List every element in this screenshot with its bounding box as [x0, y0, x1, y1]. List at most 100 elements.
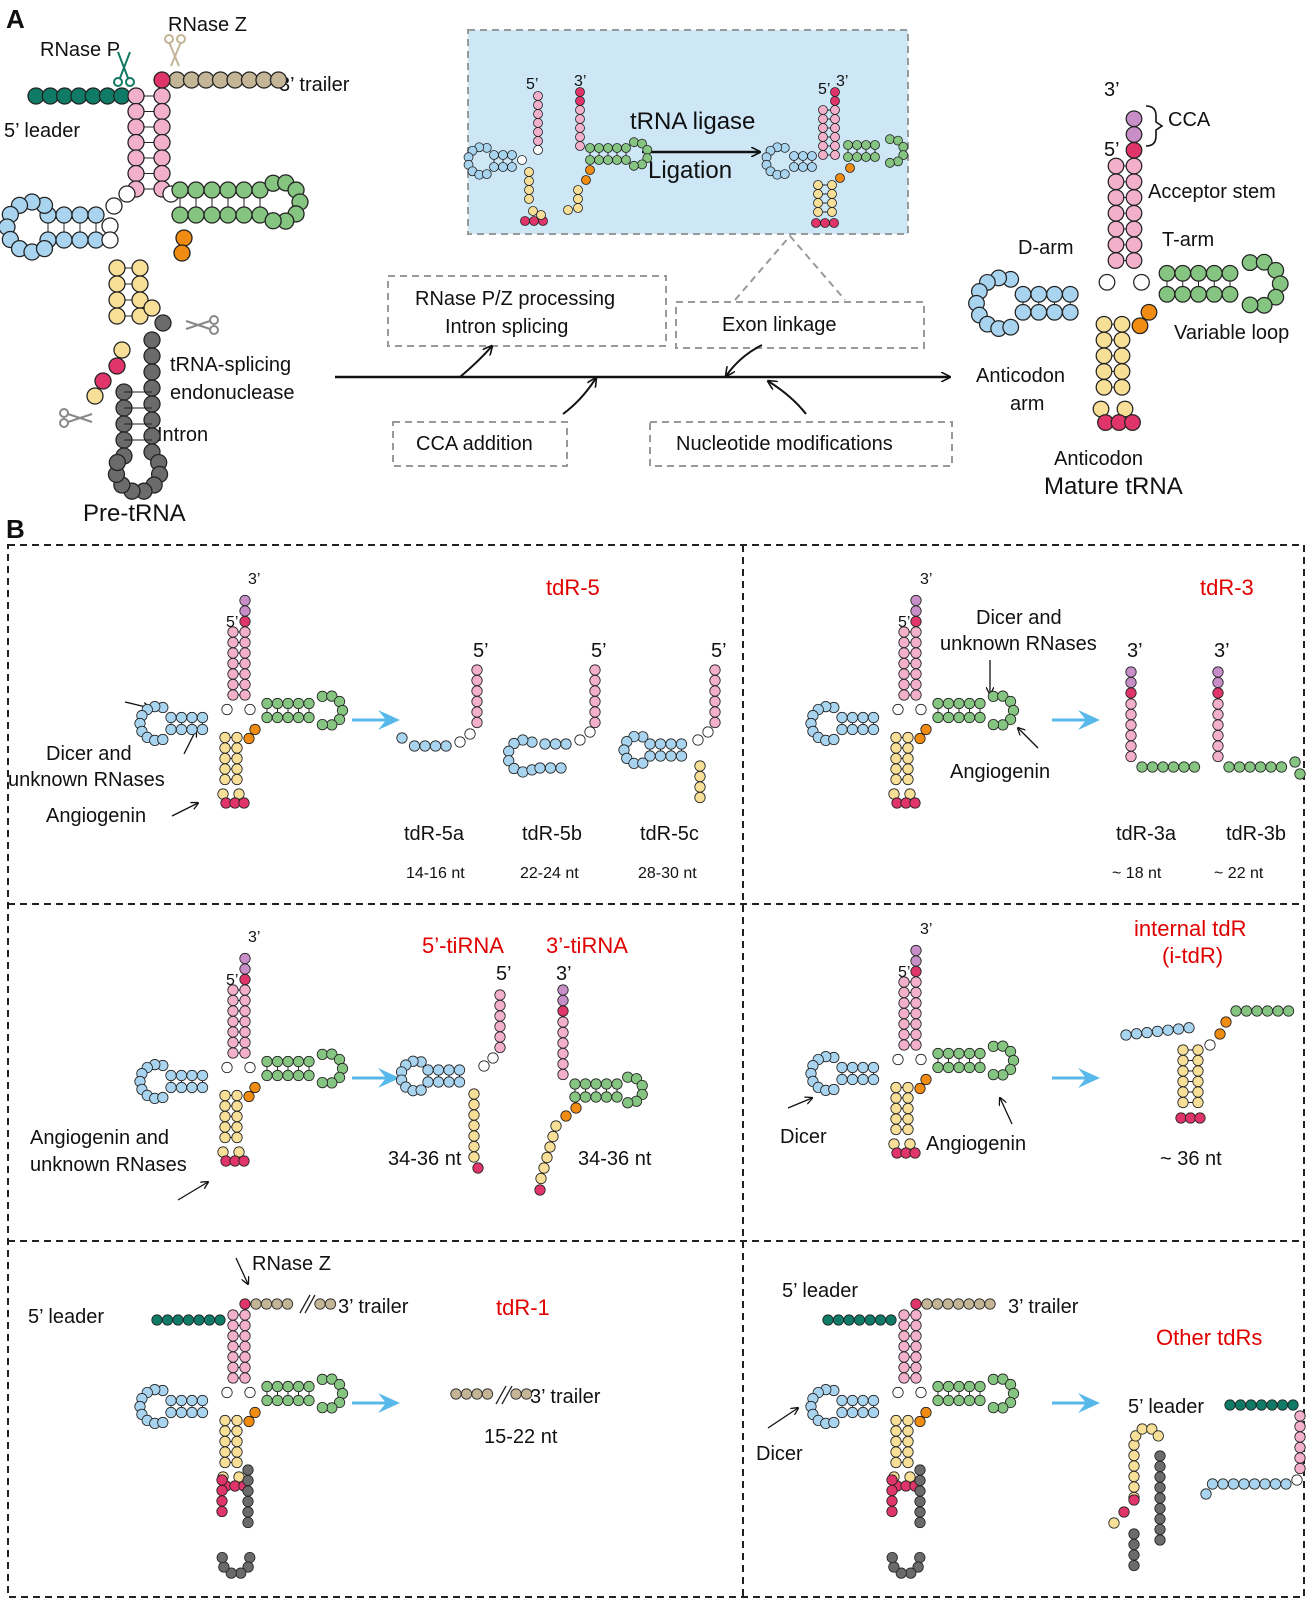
tdr1-size: 15-22 nt: [484, 1426, 558, 1448]
tdr5-angio-arrow: [171, 803, 198, 817]
nucleotide-mod-label: Nucleotide modifications: [676, 433, 893, 455]
intron-splicing-label: Intron splicing: [445, 316, 568, 338]
other-fragment-leader: [1200, 1399, 1306, 1500]
exon-linkage-connector: [734, 234, 846, 301]
blue-arrows: [352, 710, 1100, 1413]
tdr3b-label: tdR-3b: [1226, 823, 1286, 845]
rnase-p-scissors-icon: [113, 51, 135, 87]
itdr-fragment: [1120, 1005, 1295, 1124]
blue-arrowhead-3: [378, 1068, 400, 1088]
tdr5c-fragment: [618, 664, 721, 804]
other-leader: 5’ leader: [782, 1280, 858, 1302]
tdr1-title: tdR-1: [496, 1295, 550, 1320]
tirna-five: 5’: [226, 972, 238, 989]
blue-arrowhead-2: [1078, 710, 1100, 730]
tdr5-trna: [134, 594, 349, 809]
blue-arrowhead-1: [378, 710, 400, 730]
tdr5a-fragment: [396, 664, 483, 752]
other-leader-trailer: [822, 1298, 996, 1579]
tdr1-trailer: 3’ trailer: [338, 1296, 409, 1318]
ligation-middle-structure: [563, 87, 653, 215]
tdr3a-three: 3’: [1127, 640, 1143, 662]
itdr-angiogenin: Angiogenin: [926, 1133, 1026, 1155]
d-arm-label: D-arm: [1018, 237, 1074, 259]
lig-left-five: 5’: [526, 76, 538, 93]
mature-trna-structure: [968, 110, 1289, 431]
tdr5c-label: tdR-5c: [640, 823, 699, 845]
tdr1-rnase-z: RNase Z: [252, 1253, 331, 1275]
tdr5-title: tdR-5: [546, 575, 600, 600]
tdr3-five: 5’: [898, 614, 910, 631]
cca-bracket: [1145, 105, 1164, 147]
pre-trna-caption: Pre-tRNA: [83, 500, 186, 527]
tirna5-five: 5’: [496, 963, 512, 985]
rnase-pz-label: RNase P/Z processing: [415, 288, 615, 310]
exon-linkage-label: Exon linkage: [722, 314, 837, 336]
anticodon-arm-label-2: arm: [1010, 393, 1044, 415]
tdr1-fragment-trailer: 3’ trailer: [530, 1386, 601, 1408]
nucleotide-structures: [0, 71, 1306, 1579]
lig-left-three: 3’: [574, 73, 586, 90]
blue-arrowhead-6: [1078, 1393, 1100, 1413]
tdr5c-size: 28-30 nt: [638, 865, 697, 882]
tdr5-dicer-2: unknown RNases: [8, 769, 165, 791]
tirna5-fragment: [395, 989, 506, 1174]
tdr5b-size: 22-24 nt: [520, 865, 579, 882]
mature-five-label: 5’: [1104, 139, 1120, 161]
intron-label: Intron: [157, 424, 208, 446]
rnase-z-scissors-icon: [164, 34, 186, 67]
tirna-angio-arrow: [177, 1182, 208, 1201]
panel-a-letter: A: [6, 4, 25, 34]
lig-right-three: 3’: [836, 73, 848, 90]
acceptor-stem-label: Acceptor stem: [1148, 181, 1276, 203]
anticodon-label: Anticodon: [1054, 448, 1143, 470]
exon-linkage-box: [675, 301, 925, 349]
tirna-ang-2: unknown RNases: [30, 1154, 187, 1176]
tirna5-title: 5’-tiRNA: [422, 933, 504, 958]
ligation-right-structure: [761, 87, 909, 228]
tdr3b-size: ~ 22 nt: [1214, 865, 1264, 882]
other-trailer: 3’ trailer: [1008, 1296, 1079, 1318]
anticodon-arm-label-1: Anticodon: [976, 365, 1065, 387]
itdr-title-1: internal tdR: [1134, 916, 1247, 941]
tdr1-leader: 5’ leader: [28, 1306, 104, 1328]
leader-label: 5’ leader: [4, 120, 80, 142]
tdr3-three: 3’: [920, 571, 932, 588]
tdr5-three: 3’: [248, 571, 260, 588]
blue-arrowhead-5: [378, 1393, 400, 1413]
mature-three-label: 3’: [1104, 79, 1120, 101]
ligation-label: Ligation: [648, 157, 732, 184]
rnase-pz-box: [387, 275, 667, 347]
tirna3-size: 34-36 nt: [578, 1148, 652, 1170]
mature-trna-caption: Mature tRNA: [1044, 473, 1183, 500]
trailer-label: 3’ trailer: [279, 74, 350, 96]
tdr3a-fragment: [1125, 666, 1201, 773]
other-title: Other tdRs: [1156, 1325, 1262, 1350]
itdr-size: ~ 36 nt: [1160, 1148, 1222, 1170]
splicing-scissors-icon-1: [185, 315, 219, 335]
other-fragment-intron: [1108, 1423, 1166, 1572]
rnase-pz-pointer: [459, 346, 492, 378]
tdr1-trna: [134, 1309, 349, 1492]
t-arm-label: T-arm: [1162, 229, 1214, 251]
trna-ligase-label: tRNA ligase: [630, 108, 755, 135]
ligation-left-structure: [463, 91, 548, 226]
tdr3-angio-arrow: [1018, 728, 1039, 749]
tdr3-trna: [805, 594, 1020, 809]
other-dicer-arrow: [767, 1408, 798, 1429]
tdr5-angiogenin: Angiogenin: [46, 805, 146, 827]
tirna5-size: 34-36 nt: [388, 1148, 462, 1170]
tdr5b-fragment: [503, 664, 601, 778]
itdr-angio-arrow: [1000, 1098, 1013, 1125]
panel-b-letter: B: [6, 514, 25, 544]
splicing-label: tRNA-splicing: [170, 354, 291, 376]
tdr5b-five: 5’: [591, 640, 607, 662]
tdr3-title: tdR-3: [1200, 575, 1254, 600]
itdr-title-2: (i-tdR): [1162, 943, 1223, 968]
tdr1-fragment: [450, 1385, 533, 1405]
rnase-p-label: RNase P: [40, 39, 120, 61]
other-fragment-leader: 5’ leader: [1128, 1396, 1204, 1418]
tdr1-leader-trailer: [151, 1294, 337, 1579]
